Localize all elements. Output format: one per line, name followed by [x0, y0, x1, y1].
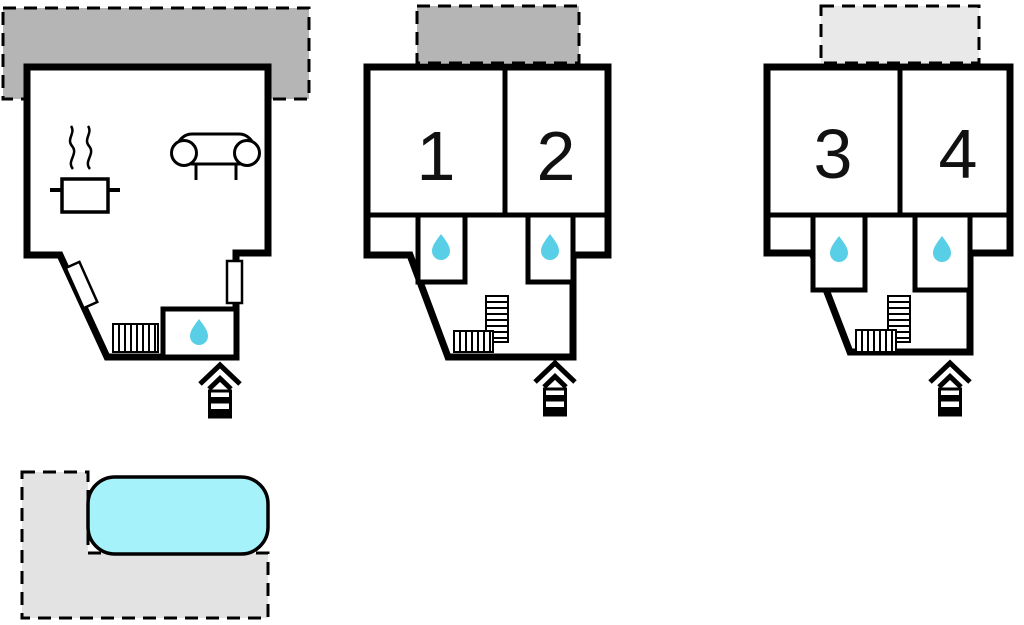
patio-dashed: [20, 470, 270, 620]
steam-line-icon: [85, 125, 93, 170]
pot-icon: [60, 177, 110, 214]
room-3-label: 3: [814, 115, 853, 193]
stair-treads: [486, 301, 508, 339]
stairs-icon: [112, 323, 159, 353]
steam-line-icon: [68, 125, 76, 170]
stair-treads: [118, 324, 156, 352]
stair-treads: [861, 330, 893, 352]
stair-treads: [888, 301, 910, 339]
window: [225, 259, 244, 305]
window: [64, 260, 99, 310]
entrance-arrow-icon: [200, 365, 240, 417]
first-terrace-dashed: [415, 4, 581, 65]
swimming-pool: [86, 475, 270, 556]
stove-icon: [50, 125, 120, 214]
room-2-label: 2: [537, 117, 576, 195]
bathroom-outline: [912, 212, 973, 293]
pool-area: [20, 470, 270, 620]
room-4-label: 4: [939, 115, 978, 193]
sofa-armrest: [170, 139, 198, 167]
sofa-icon: [170, 132, 261, 180]
room-1-label: 1: [417, 117, 456, 195]
second-floor-plan: 3 4: [763, 4, 1014, 415]
entrance-arrow-icon: [930, 363, 970, 415]
ground-floor-plan: [1, 6, 311, 417]
second-terrace-dashed: [819, 4, 981, 65]
sofa-armrest: [233, 139, 261, 167]
stair-treads: [459, 331, 491, 352]
stairs-icon: [855, 295, 911, 353]
entrance-arrow-icon: [535, 363, 575, 415]
first-floor-plan: 1 2: [363, 4, 612, 415]
stairs-icon: [453, 295, 509, 353]
